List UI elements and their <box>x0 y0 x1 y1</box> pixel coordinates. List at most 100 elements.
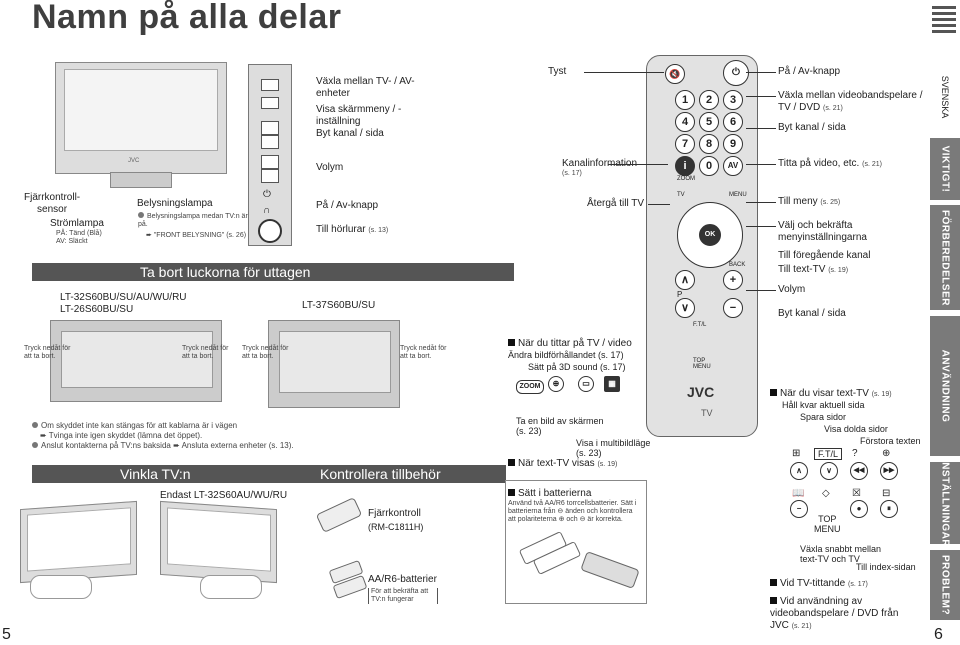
label-strom-on: PÅ: Tänd (Blå) <box>56 230 102 237</box>
label-byt-kanal: Byt kanal / sida <box>316 128 384 139</box>
power-icon[interactable]: ⏻ <box>263 189 271 200</box>
section-text: När du tittar på TV / video <box>518 338 632 349</box>
remote-control: 🔇 ⏻ 1 2 3 4 5 6 7 8 9 i 0 AV ZOOM TV MEN… <box>646 55 758 437</box>
digit-6-button[interactable]: 6 <box>723 112 743 132</box>
label-bild-ref: (s. 23) <box>516 426 542 436</box>
texttv-save-button[interactable]: ∨ <box>820 462 838 480</box>
ftl-key: F.T/L <box>814 448 843 460</box>
square-bullet <box>770 389 777 396</box>
horlurar-ref: (s. 13) <box>368 227 389 234</box>
tab-installningar[interactable]: INSTÄLLNINGAR <box>930 459 960 547</box>
digit-0-button[interactable]: 0 <box>699 156 719 176</box>
multi-picture-button[interactable]: ▦ <box>604 376 620 392</box>
section-text: Sätt i batterierna <box>518 488 592 499</box>
banner-ta-bort-luckorna: Ta bort luckorna för uttagen <box>32 263 514 281</box>
meny-text: Till meny <box>778 196 818 207</box>
p-label: P <box>677 290 683 299</box>
digit-5-button[interactable]: 5 <box>699 112 719 132</box>
side-button-vol-up[interactable] <box>261 155 279 169</box>
tv-screen <box>27 507 131 572</box>
av-button[interactable]: AV <box>723 156 743 176</box>
digit-9-button[interactable]: 9 <box>723 134 743 154</box>
texttv-index-button[interactable]: ⏸ <box>880 500 898 518</box>
volume-down-button[interactable]: − <box>723 298 743 318</box>
label-kanal-ref: (s. 17) <box>562 170 582 177</box>
horlurar-text: Till hörlurar <box>316 224 366 235</box>
tab-svenska[interactable]: SVENSKA <box>930 62 960 132</box>
label-volym: Volym <box>316 162 344 173</box>
3d-button[interactable]: ⊕ <box>548 376 564 392</box>
label-visa-skarmmeny: Visa skärmmeny / -inställning <box>316 104 402 127</box>
tab-anvandning[interactable]: ANVÄNDNING <box>930 316 960 456</box>
tv-screen <box>167 507 271 572</box>
section-visar-texttv: När du visar text-TV (s. 19) <box>770 388 892 400</box>
side-button-input[interactable] <box>261 79 279 91</box>
texttv-mix-button[interactable]: − <box>790 500 808 518</box>
channel-down-button[interactable]: ∨ <box>675 298 695 318</box>
digit-8-button[interactable]: 8 <box>699 134 719 154</box>
tv-side-panel: ⏻ ∩ <box>248 64 292 246</box>
texttv-cancel-button[interactable]: ● <box>850 500 868 518</box>
tab-viktigt[interactable]: VIKTIGT! <box>930 138 960 200</box>
banner-kontrollera: Kontrollera tillbehör <box>310 465 506 483</box>
ok-button[interactable]: OK <box>699 224 721 246</box>
digit-4-button[interactable]: 4 <box>675 112 695 132</box>
label-tyst: Tyst <box>548 66 567 77</box>
section-vid-dvd: Vid användning av videobandspelare / DVD… <box>770 596 920 632</box>
texttv-reveal-button[interactable]: ◀◀ <box>850 462 868 480</box>
headphone-jack[interactable] <box>258 219 282 243</box>
label-kanalinformation: Kanalinformation <box>562 158 638 169</box>
mute-button[interactable]: 🔇 <box>665 64 685 84</box>
remote-small-illustration <box>315 497 363 533</box>
digit-1-button[interactable]: 1 <box>675 90 695 110</box>
bullet-icon <box>32 422 38 428</box>
section-ref: (s. 17) <box>848 581 868 588</box>
bullet-icon <box>138 212 144 218</box>
volume-up-button[interactable]: + <box>723 270 743 290</box>
snapshot-button[interactable]: ▭ <box>578 376 594 392</box>
tv-stand <box>110 172 172 188</box>
digit-3-button[interactable]: 3 <box>723 90 743 110</box>
note-text: Ansluta externa enheter (s. 13). <box>181 441 294 450</box>
back-cover <box>61 331 213 388</box>
tv-back-left <box>50 320 222 402</box>
label-multi-ref: (s. 23) <box>576 448 602 458</box>
tab-forberedelser[interactable]: FÖRBEREDELSER <box>930 205 960 310</box>
tab-label: PROBLEM? <box>939 554 951 616</box>
zoom-label: ZOOM <box>677 176 695 182</box>
texttv-text: Till text-TV <box>778 264 826 275</box>
label-tryck-1: Tryck nedåt för att ta bort. <box>24 345 71 360</box>
tv-label: TV <box>677 192 685 198</box>
section-text: När text-TV visas <box>518 458 595 469</box>
label-till-texttv: Till text-TV (s. 19) <box>778 264 848 276</box>
side-button-ch-down[interactable] <box>261 135 279 149</box>
jvc-logo: JVC <box>687 384 715 400</box>
digit-2-button[interactable]: 2 <box>699 90 719 110</box>
label-fjarrkontroll: Fjärrkontroll <box>368 508 421 519</box>
label-titta-video: Titta på video, etc. (s. 21) <box>778 158 882 170</box>
bely-note-text: Belysningslampa medan TV:n är på. <box>138 213 248 228</box>
label-strom-off: AV: Släckt <box>56 238 88 245</box>
square-bullet <box>508 459 515 466</box>
tv-screen <box>64 69 218 151</box>
tab-problem[interactable]: PROBLEM? <box>930 550 960 620</box>
digit-7-button[interactable]: 7 <box>675 134 695 154</box>
side-button-vol-down[interactable] <box>261 169 279 183</box>
side-button-menu[interactable] <box>261 97 279 109</box>
channel-up-button[interactable]: ∧ <box>675 270 695 290</box>
texttv-hold-button[interactable]: ∧ <box>790 462 808 480</box>
banner-vinkla: Vinkla TV:n <box>32 465 314 483</box>
tv-angle-illustration-2 <box>160 500 277 584</box>
note-2: ➨ Tvinga inte igen skyddet (lämna det öp… <box>40 432 202 440</box>
power-button[interactable]: ⏻ <box>723 60 749 86</box>
page-title: Namn på alla delar <box>32 0 342 36</box>
section-ref: (s. 21) <box>791 623 812 630</box>
label-onoff: På / Av-knapp <box>778 66 841 77</box>
info-button[interactable]: i <box>675 156 695 176</box>
texttv-size-button[interactable]: ▶▶ <box>880 462 898 480</box>
back-label: BACK <box>729 262 746 268</box>
note-text: Tvinga inte igen skyddet (lämna det öppe… <box>48 431 203 440</box>
section-texttv: När text-TV visas (s. 19) <box>508 458 617 470</box>
zoom-button[interactable]: ZOOM <box>516 380 544 394</box>
side-button-ch-up[interactable] <box>261 121 279 135</box>
